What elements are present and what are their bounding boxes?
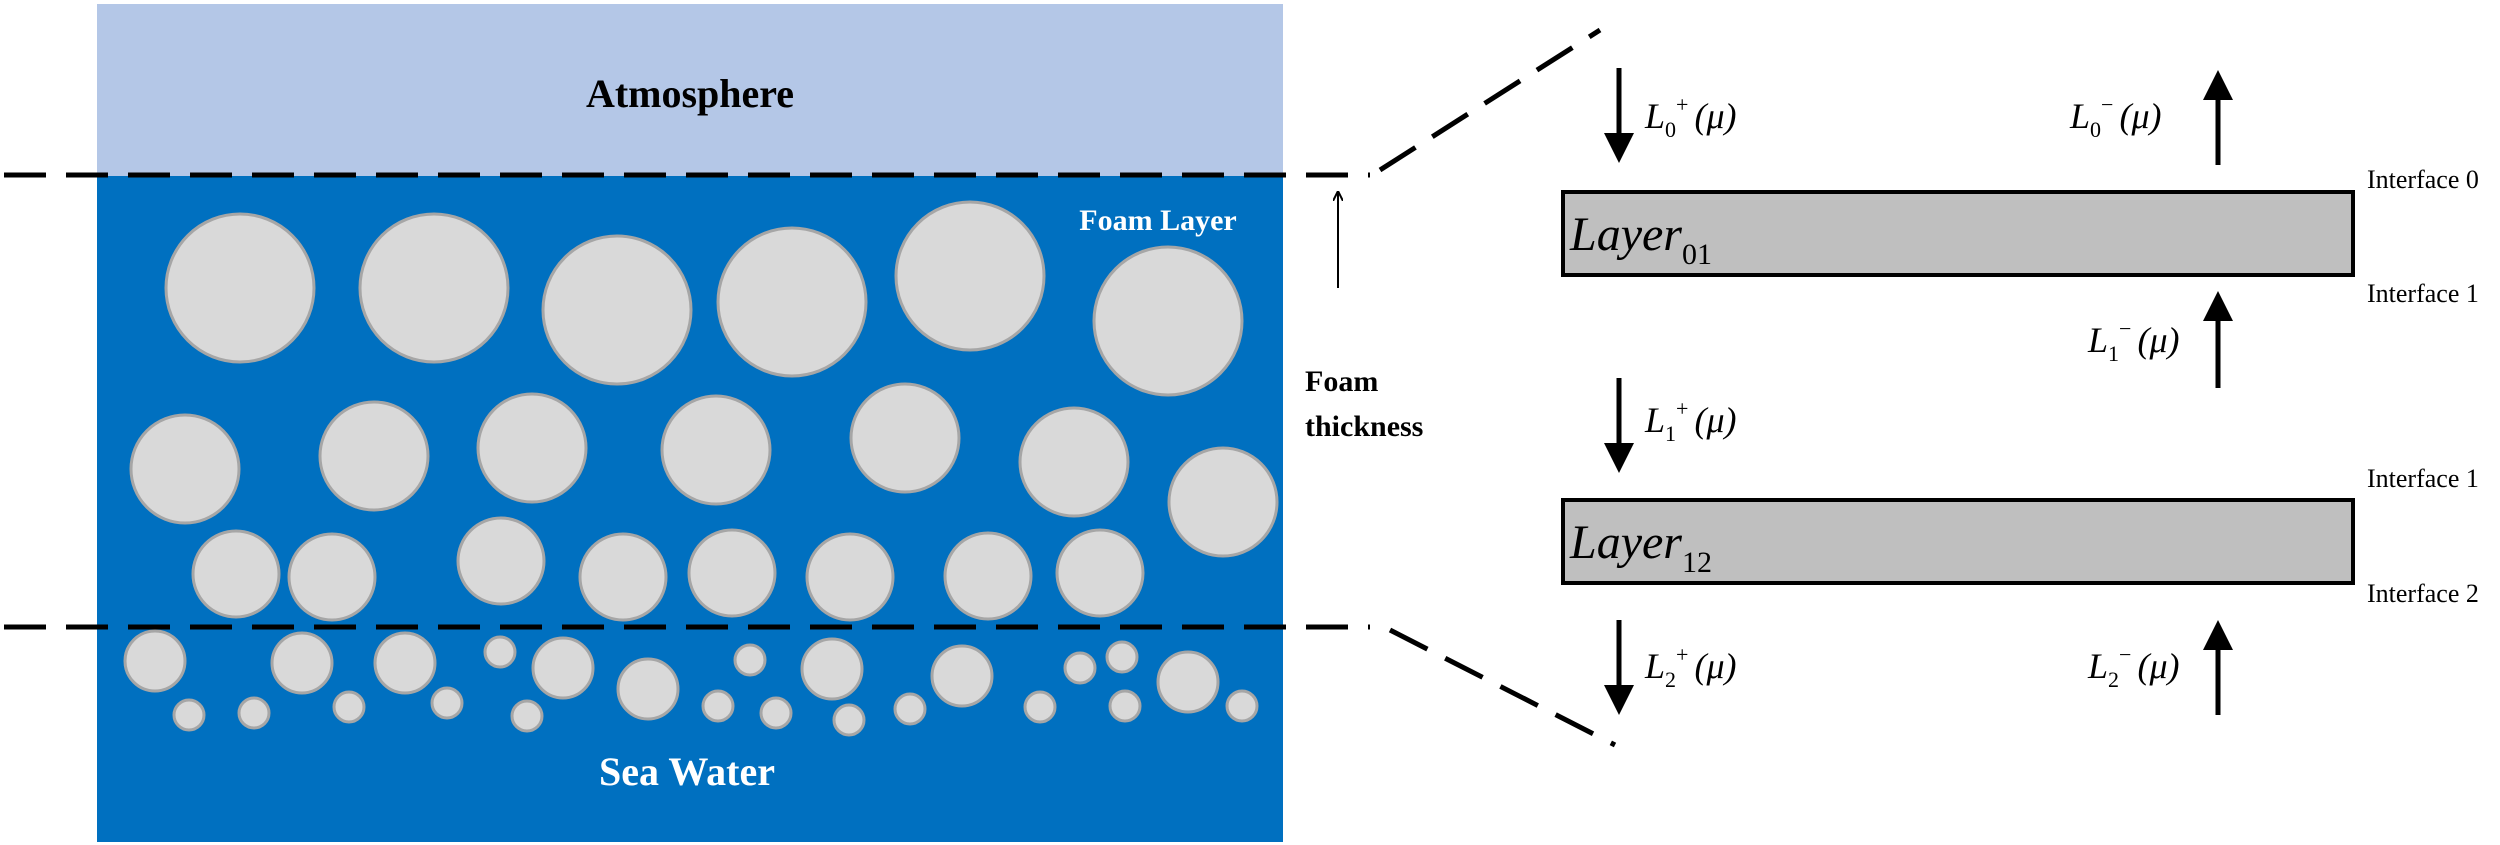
bubble-icon	[456, 516, 546, 606]
L2-plus-sub: 2	[1665, 667, 1676, 692]
bubble-icon	[123, 629, 187, 693]
L2-plus-base: L	[1644, 646, 1665, 686]
bubble-icon	[1167, 446, 1279, 558]
bubble-icon	[270, 631, 334, 695]
layer-12-base: Layer	[1569, 516, 1682, 569]
bubble-icon	[1055, 528, 1145, 618]
bubble-icon	[1156, 650, 1220, 714]
foam-thickness-label-line1: Foam	[1305, 365, 1378, 398]
L0-plus-arg: (μ)	[1694, 96, 1736, 136]
bubble-icon	[358, 212, 510, 364]
bubble-icon	[832, 703, 866, 737]
bubble-icon	[430, 686, 464, 720]
L2-plus-arg: (μ)	[1694, 646, 1736, 686]
bubble-icon	[687, 528, 777, 618]
right-panel: Layer01 Layer12 Interface 0 Interface 1 …	[1561, 68, 2479, 715]
bubble-group	[123, 200, 1279, 737]
layer-12-sub: 12	[1682, 546, 1712, 579]
interface-1-upper-label: Interface 1	[2367, 279, 2479, 308]
foam-layer-label: Foam Layer	[1079, 204, 1236, 237]
bubble-icon	[716, 226, 868, 378]
layer-01-sub: 01	[1682, 238, 1712, 271]
radiance-L1-minus-label: L1−(μ)	[2087, 316, 2180, 366]
radiance-L2-plus-label: L2+(μ)	[1644, 642, 1737, 692]
bubble-icon	[164, 212, 316, 364]
L1-minus-arg: (μ)	[2137, 320, 2179, 360]
L1-plus-base: L	[1644, 400, 1665, 440]
atmosphere-label: Atmosphere	[586, 71, 794, 116]
bubble-icon	[237, 696, 271, 730]
zoom-top-dashed-line	[1378, 27, 1602, 173]
layer-12-label: Layer12	[1569, 516, 1712, 579]
bubble-icon	[1092, 245, 1244, 397]
sea-water-label: Sea Water	[599, 749, 775, 794]
layer-01-base: Layer	[1569, 208, 1682, 261]
bubble-icon	[660, 394, 772, 506]
L1-minus-sup: −	[2119, 316, 2131, 341]
bubble-icon	[510, 699, 544, 733]
L1-plus-sub: 1	[1665, 421, 1676, 446]
L0-minus-arg: (μ)	[2119, 96, 2161, 136]
bubble-icon	[172, 698, 206, 732]
layer-01-label: Layer01	[1569, 208, 1712, 271]
L2-minus-arg: (μ)	[2137, 646, 2179, 686]
L2-plus-sup: +	[1676, 642, 1688, 667]
bubble-icon	[318, 400, 430, 512]
left-panel: Atmosphere Foam Layer Sea Water	[97, 4, 1283, 842]
interface-1-lower-label: Interface 1	[2367, 464, 2479, 493]
L0-plus-sup: +	[1676, 92, 1688, 117]
radiance-L1-plus-label: L1+(μ)	[1644, 396, 1737, 446]
bubble-icon	[1018, 406, 1130, 518]
radiance-L2-minus-label: L2−(μ)	[2087, 642, 2180, 692]
bubble-icon	[129, 413, 241, 525]
L1-plus-sup: +	[1676, 396, 1688, 421]
bubble-icon	[1105, 640, 1139, 674]
L0-minus-base: L	[2069, 96, 2090, 136]
L1-minus-base: L	[2087, 320, 2108, 360]
zoom-bottom-dashed-line	[1388, 627, 1617, 748]
bubble-icon	[943, 531, 1033, 621]
layer-12-box	[1561, 498, 2355, 585]
bubble-icon	[759, 696, 793, 730]
bubble-icon	[1023, 690, 1057, 724]
atmosphere-region	[97, 4, 1283, 176]
bubble-icon	[483, 635, 517, 669]
L1-plus-arg: (μ)	[1694, 400, 1736, 440]
bubble-icon	[930, 644, 994, 708]
bubble-icon	[849, 382, 961, 494]
bubble-icon	[1063, 651, 1097, 685]
bubble-icon	[531, 636, 595, 700]
layer-01-box	[1561, 190, 2355, 277]
radiance-L0-plus-label: L0+(μ)	[1644, 92, 1737, 142]
bubble-icon	[701, 689, 735, 723]
L2-minus-sup: −	[2119, 642, 2131, 667]
radiance-L0-minus-label: L0−(μ)	[2069, 92, 2162, 142]
L1-minus-sub: 1	[2108, 341, 2119, 366]
bubble-icon	[733, 643, 767, 677]
L0-minus-sup: −	[2101, 92, 2113, 117]
bubble-icon	[894, 200, 1046, 352]
bubble-icon	[578, 532, 668, 622]
bubble-icon	[191, 529, 281, 619]
bubble-icon	[1225, 689, 1259, 723]
L2-minus-base: L	[2087, 646, 2108, 686]
L2-minus-sub: 2	[2108, 667, 2119, 692]
interface-0-label: Interface 0	[2367, 165, 2479, 194]
L0-plus-base: L	[1644, 96, 1665, 136]
foam-thickness-label-line2: thickness	[1305, 410, 1423, 443]
bubble-icon	[893, 692, 927, 726]
bubble-icon	[541, 234, 693, 386]
bubble-icon	[332, 690, 366, 724]
bubble-icon	[1108, 689, 1142, 723]
L0-minus-sub: 0	[2090, 117, 2101, 142]
L0-plus-sub: 0	[1665, 117, 1676, 142]
bubble-icon	[805, 532, 895, 622]
bubble-icon	[476, 392, 588, 504]
bubble-icon	[800, 637, 864, 701]
bubble-icon	[287, 532, 377, 622]
bubble-icon	[373, 631, 437, 695]
interface-2-label: Interface 2	[2367, 579, 2479, 608]
bubble-icon	[616, 657, 680, 721]
